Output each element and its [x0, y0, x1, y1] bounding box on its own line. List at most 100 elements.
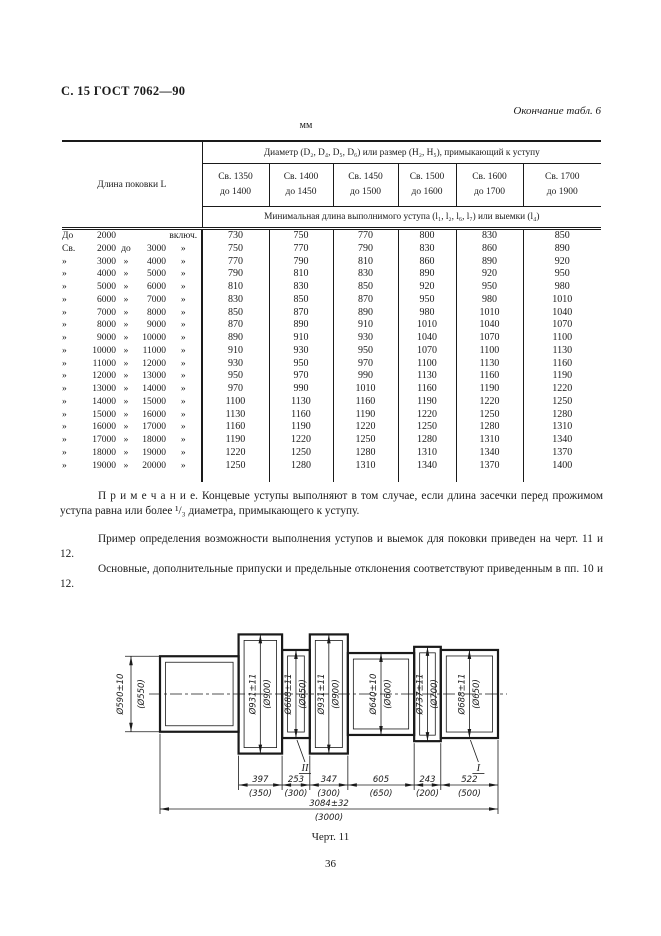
min-length-value: 1070: [397, 344, 456, 358]
svg-text:(Ø900): (Ø900): [330, 679, 341, 709]
min-length-value: 1160: [522, 357, 602, 371]
min-length-value: 830: [332, 268, 398, 281]
min-length-value: 990: [268, 383, 333, 396]
min-length-value: 1250: [332, 434, 398, 447]
min-length-value: 1250: [268, 446, 333, 460]
min-length-value: 930: [268, 344, 333, 358]
min-length-value: 1340: [397, 459, 456, 473]
svg-text:397: 397: [252, 775, 269, 785]
min-length-value: 1280: [397, 434, 456, 447]
length-range-cell: »15000»16000»: [62, 408, 202, 422]
min-length-value: 1220: [397, 408, 456, 422]
min-length-value: 1190: [268, 421, 333, 434]
min-length-value: 1100: [455, 344, 523, 358]
min-length-value: 910: [201, 344, 269, 358]
min-length-value: 1310: [397, 446, 456, 460]
min-length-value: 1220: [268, 434, 333, 447]
length-range-cell: »3000»4000»: [62, 255, 202, 269]
min-length-value: 870: [268, 306, 333, 320]
min-length-value: 1070: [522, 319, 602, 332]
units-label: мм: [299, 120, 313, 131]
min-length-value: 1250: [522, 395, 602, 409]
forging-drawing: Ø590±10(Ø550)Ø931±11(Ø900)Ø688±11(Ø650)I…: [115, 633, 507, 823]
min-length-value: 830: [268, 281, 333, 294]
min-length-value: 1250: [397, 421, 456, 434]
min-length-value: 790: [332, 242, 398, 256]
min-length-value: 1190: [455, 383, 523, 396]
min-length-header: Минимальная длина выполнимого уступа (l₁…: [202, 206, 602, 230]
min-length-value: 1010: [455, 306, 523, 320]
length-range-cell: »16000»17000»: [62, 421, 202, 434]
forging-step-table: Длина поковки L Диаметр (D₂, D₄, D₅, D₆)…: [62, 140, 602, 483]
min-length-value: 990: [332, 370, 398, 383]
diameter-header: Диаметр (D₂, D₄, D₅, D₆) или размер (H₂,…: [202, 141, 602, 164]
length-range-cell: »7000»8000»: [62, 306, 202, 320]
min-length-value: 1100: [397, 357, 456, 371]
min-length-value: 1310: [332, 459, 398, 473]
min-length-value: 950: [455, 281, 523, 294]
min-length-value: 790: [268, 255, 333, 269]
svg-text:Ø688±11: Ø688±11: [283, 674, 294, 716]
min-length-value: 1370: [522, 446, 602, 460]
min-length-value: 920: [522, 255, 602, 269]
min-length-value: 730: [201, 228, 269, 243]
min-length-value: 1370: [455, 459, 523, 473]
min-length-value: 1010: [397, 319, 456, 332]
min-length-value: 1130: [522, 344, 602, 358]
min-length-value: 950: [201, 370, 269, 383]
min-length-value: 810: [268, 268, 333, 281]
min-length-value: 1190: [201, 434, 269, 447]
min-length-value: 930: [201, 357, 269, 371]
svg-text:Ø590±10: Ø590±10: [115, 674, 126, 716]
min-length-value: 970: [332, 357, 398, 371]
min-length-value: 1220: [201, 446, 269, 460]
svg-text:(350): (350): [249, 789, 272, 799]
min-length-value: 1220: [455, 395, 523, 409]
min-length-value: 1100: [522, 332, 602, 345]
svg-text:253: 253: [288, 775, 304, 785]
min-length-value: 890: [455, 255, 523, 269]
min-length-value: 1190: [332, 408, 398, 422]
min-length-value: 850: [332, 281, 398, 294]
min-length-value: 950: [397, 293, 456, 307]
svg-text:3084±32: 3084±32: [309, 799, 349, 809]
min-length-value: 950: [522, 268, 602, 281]
svg-text:II: II: [300, 763, 308, 774]
svg-text:Ø737±11: Ø737±11: [414, 674, 425, 716]
svg-text:(Ø650): (Ø650): [297, 679, 308, 709]
svg-text:Ø640±10: Ø640±10: [368, 674, 379, 716]
svg-text:(650): (650): [370, 789, 393, 799]
min-length-value: 950: [268, 357, 333, 371]
min-length-value: 1190: [522, 370, 602, 383]
length-range-cell: »14000»15000»: [62, 395, 202, 409]
svg-text:(200): (200): [416, 789, 439, 799]
min-length-value: 920: [397, 281, 456, 294]
svg-text:347: 347: [321, 775, 338, 785]
length-range-cell: »18000»19000»: [62, 446, 202, 460]
min-length-value: 970: [268, 370, 333, 383]
svg-text:(500): (500): [458, 789, 481, 799]
min-length-value: 980: [455, 293, 523, 307]
min-length-value: 1040: [455, 319, 523, 332]
min-length-value: 1280: [268, 459, 333, 473]
min-length-value: 850: [201, 306, 269, 320]
min-length-value: 750: [268, 228, 333, 243]
table-header-row-1: Длина поковки L Диаметр (D₂, D₄, D₅, D₆)…: [62, 141, 602, 230]
min-length-value: 830: [201, 293, 269, 307]
min-length-value: 1160: [201, 421, 269, 434]
allowances-paragraph: Основные, дополнительные припуски и пред…: [60, 562, 603, 590]
page-number: 36: [325, 858, 336, 870]
min-length-value: 860: [455, 242, 523, 256]
min-length-value: 1280: [522, 408, 602, 422]
length-range-cell: »5000»6000»: [62, 281, 202, 294]
min-length-value: 1070: [455, 332, 523, 345]
